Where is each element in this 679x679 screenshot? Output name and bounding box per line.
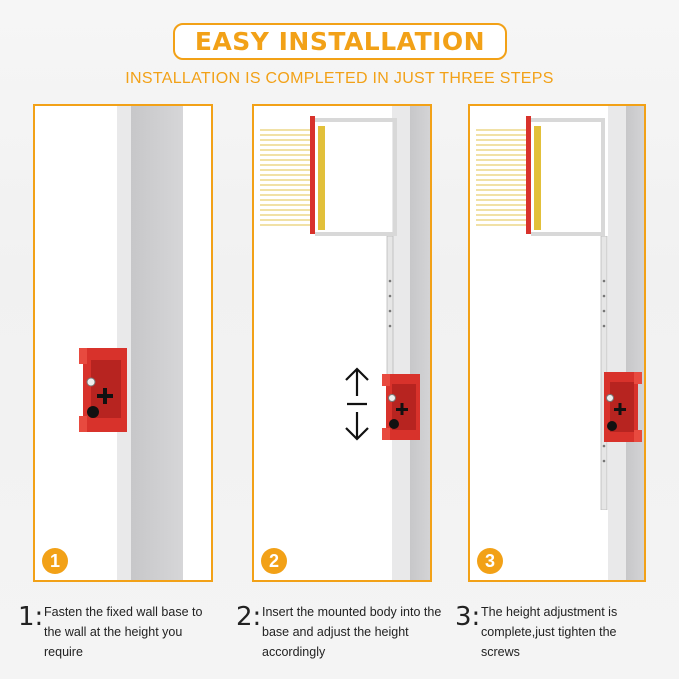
step-badge-2: 2: [261, 548, 287, 574]
wall-base-bracket: [79, 348, 127, 432]
step-2: 2: Insert the mounted body into the base…: [236, 598, 446, 668]
mounted-body-rack: [476, 116, 605, 236]
wall-surface: [131, 106, 183, 580]
step-1: 1: Fasten the fixed wall base to the wal…: [18, 598, 218, 668]
page-title: EASY INSTALLATION: [194, 27, 486, 56]
title-banner: EASY INSTALLATION: [173, 23, 507, 60]
step-3: 3: The height adjustment is complete,jus…: [455, 598, 665, 668]
step-number: 2:: [236, 602, 262, 632]
step-panel-2: 2: [252, 104, 432, 582]
height-adjust-pole: [386, 236, 394, 376]
step-description: Insert the mounted body into the base an…: [262, 605, 442, 659]
wall-base-bracket: [604, 372, 642, 442]
step-description: Fasten the fixed wall base to the wall a…: [44, 605, 203, 659]
up-down-arrow-icon: [345, 367, 369, 441]
step-panel-1: 1: [33, 104, 213, 582]
wall-surface: [626, 106, 644, 580]
wall-edge: [117, 106, 131, 580]
mounted-body-rack: [260, 116, 397, 236]
wall-base-bracket: [382, 374, 420, 440]
step-number: 3:: [455, 602, 481, 632]
step-description: The height adjustment is complete,just t…: [481, 605, 618, 659]
wall-edge: [608, 106, 626, 580]
page-subtitle: INSTALLATION IS COMPLETED IN JUST THREE …: [125, 70, 554, 87]
step-number: 1:: [18, 602, 44, 632]
step-panel-3: 3: [468, 104, 646, 582]
wall-surface: [410, 106, 430, 580]
step-badge-3: 3: [477, 548, 503, 574]
step-badge-1: 1: [42, 548, 68, 574]
